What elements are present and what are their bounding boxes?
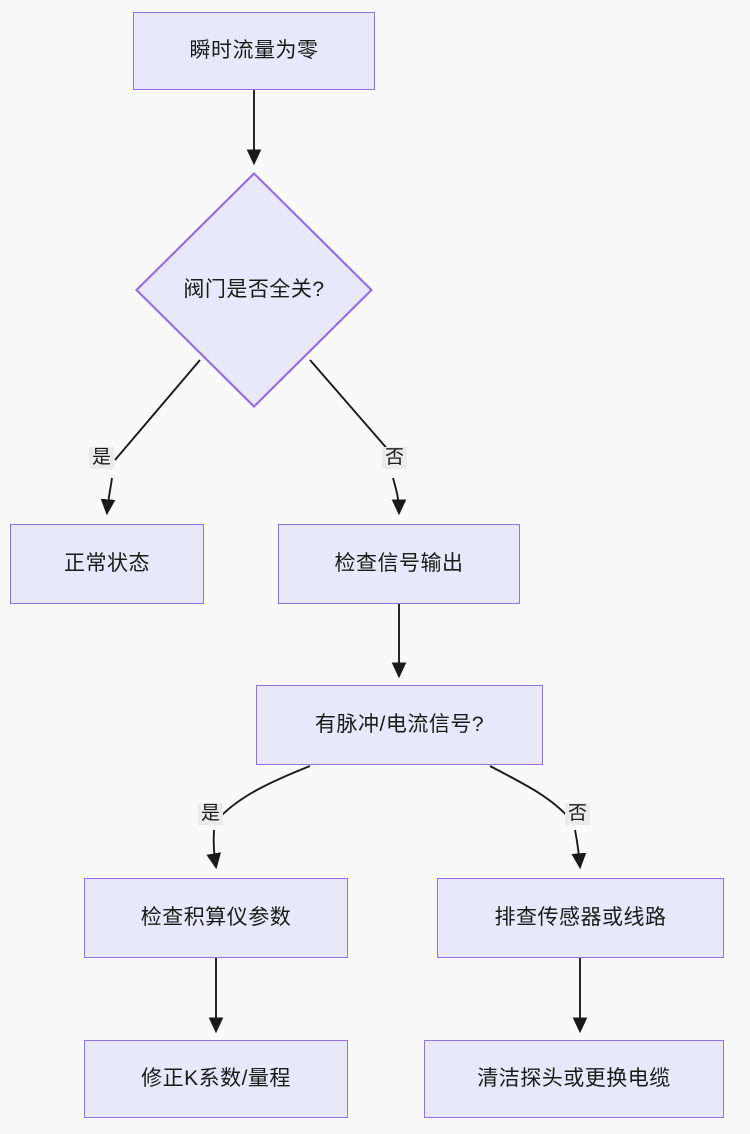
- node-label: 修正K系数/量程: [141, 1067, 291, 1091]
- node-label: 清洁探头或更换电缆: [477, 1067, 671, 1091]
- edge-label-yes-signal: 是: [198, 803, 224, 825]
- node-check-signal-output[interactable]: 检查信号输出: [278, 524, 520, 604]
- node-label: 检查信号输出: [334, 552, 464, 576]
- node-valve-fully-closed-decision[interactable]: 阀门是否全关?: [135, 172, 373, 408]
- diamond-shape: [135, 172, 373, 408]
- node-label: 瞬时流量为零: [189, 39, 319, 63]
- edge-label-no-valve: 否: [382, 447, 408, 469]
- node-label: 有脉冲/电流信号?: [314, 713, 484, 737]
- node-normal-status[interactable]: 正常状态: [10, 524, 204, 604]
- edge-n2-n4-no-arrow: [391, 477, 407, 516]
- node-label: 排查传感器或线路: [494, 906, 667, 930]
- node-check-integrator-params[interactable]: 检查积算仪参数: [84, 878, 348, 958]
- node-label: 正常状态: [64, 552, 150, 576]
- edge-n2-n3-yes-arrow: [100, 477, 116, 516]
- edge-n5-n6-yes: [218, 765, 311, 819]
- edge-label-yes-valve: 是: [89, 447, 115, 469]
- node-clean-probe-or-replace-cable[interactable]: 清洁探头或更换电缆: [424, 1040, 724, 1118]
- edge-n5-n7-no: [489, 765, 570, 819]
- edge-label-no-signal: 否: [565, 803, 591, 825]
- edge-n5-n6-yes-arrow: [206, 829, 222, 870]
- edge-n5-n7-no-arrow: [571, 829, 587, 870]
- node-label: 检查积算仪参数: [140, 906, 292, 930]
- node-pulse-current-signal-decision[interactable]: 有脉冲/电流信号?: [256, 685, 543, 765]
- node-instant-flow-zero[interactable]: 瞬时流量为零: [133, 12, 375, 90]
- node-label: 阀门是否全关?: [183, 278, 325, 302]
- node-correct-k-factor-range[interactable]: 修正K系数/量程: [84, 1040, 348, 1118]
- node-troubleshoot-sensor-or-wiring[interactable]: 排查传感器或线路: [437, 878, 724, 958]
